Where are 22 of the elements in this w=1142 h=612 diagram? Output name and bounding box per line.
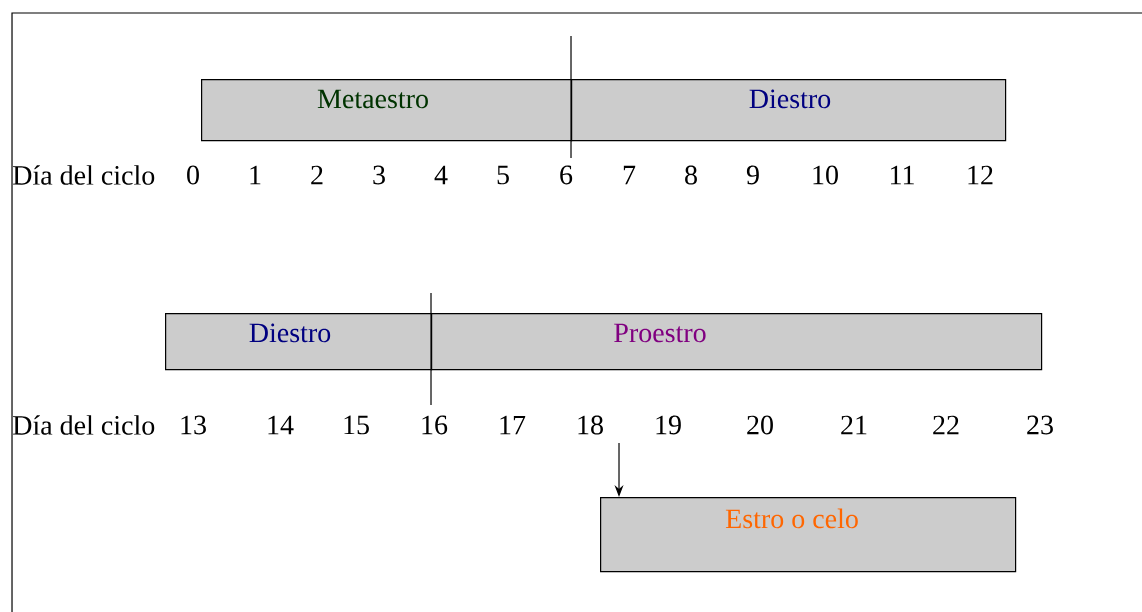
day-number: 21: [841, 415, 867, 435]
phase-box: Diestro: [165, 313, 433, 371]
day-number: 23: [1027, 415, 1053, 435]
day-number: 13: [181, 415, 206, 435]
phase-box: Estro o celo: [600, 497, 1017, 573]
day-number: 18: [578, 415, 603, 435]
axis-label: Día del ciclo: [13, 415, 155, 435]
day-number: 5: [497, 165, 509, 185]
phase-box: Diestro: [571, 79, 1007, 142]
day-number: 16: [422, 415, 448, 435]
day-number: 0: [187, 165, 199, 185]
phase-box: Metaestro: [201, 79, 573, 142]
day-number: 20: [747, 415, 773, 435]
day-number: 22: [933, 415, 959, 435]
day-number: 15: [344, 415, 369, 435]
day-number: 7: [623, 165, 636, 185]
day-number: 17: [500, 415, 526, 435]
axis-label: Día del ciclo: [13, 165, 155, 185]
day-number: 6: [560, 165, 573, 185]
day-number: 19: [656, 415, 681, 435]
day-number: 14: [268, 415, 294, 435]
day-number: 1: [250, 165, 261, 185]
